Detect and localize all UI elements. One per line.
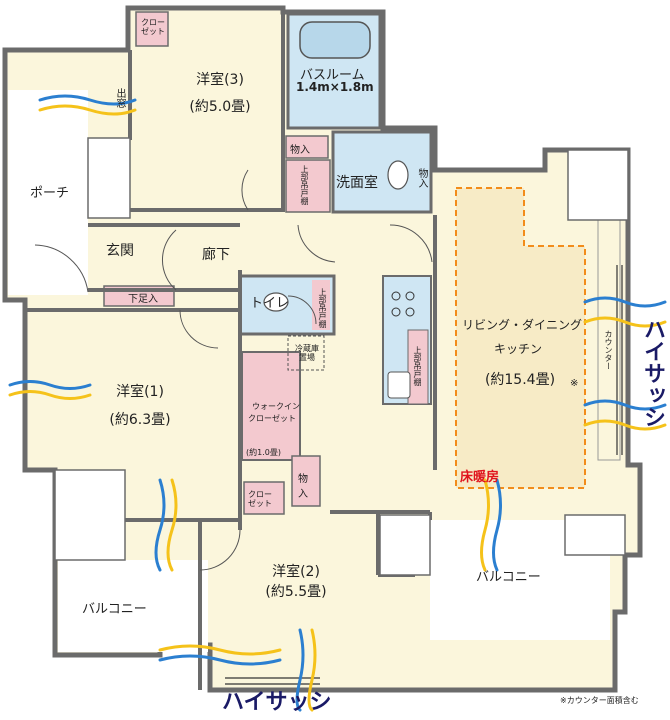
highsash-right-label: ハイサッシ bbox=[640, 318, 665, 428]
wic-area bbox=[241, 351, 301, 461]
bath-size: 1.4m×1.8m bbox=[296, 80, 374, 94]
balcony-right-label: バルコニー bbox=[476, 570, 541, 585]
closet-top-area bbox=[135, 11, 169, 47]
room1-name: 洋室(1) bbox=[116, 384, 164, 400]
kitchen-shelf bbox=[407, 329, 429, 405]
door-swings bbox=[34, 169, 433, 571]
footnote: ※カウンター面積含む bbox=[560, 696, 639, 705]
entrance-label: 玄関 bbox=[106, 243, 134, 259]
washroom-label: 洗面室 bbox=[336, 175, 378, 191]
columns bbox=[54, 137, 629, 576]
storage-right-label: 物入 bbox=[416, 168, 427, 188]
wic-label-1: ウォークイン bbox=[252, 402, 300, 411]
wash-basin bbox=[387, 160, 409, 190]
toilet-shelf bbox=[312, 280, 330, 330]
demado-label: 出窓 bbox=[114, 88, 125, 108]
room3-name: 洋室(3) bbox=[196, 72, 244, 88]
stove-burner-1 bbox=[391, 291, 401, 301]
ldk-mark: ※ bbox=[570, 378, 579, 389]
toilet-bowl bbox=[263, 292, 289, 312]
upper-shelf-label-3: 上部吊戸棚 bbox=[413, 346, 422, 386]
counter-label: カウンター bbox=[604, 330, 613, 370]
bathtub bbox=[299, 21, 371, 59]
storage-mid-label: 物入 bbox=[298, 474, 308, 500]
porch-label: ポーチ bbox=[30, 186, 70, 201]
storage-top-label: 物入 bbox=[290, 145, 310, 156]
closet-mid-area bbox=[243, 481, 285, 515]
washroom-area bbox=[331, 130, 433, 214]
stove-burner-2 bbox=[405, 291, 415, 301]
toilet-label: トイレ bbox=[250, 296, 290, 311]
floor-heating-area bbox=[455, 187, 586, 489]
ldk-size: (約15.4畳) bbox=[484, 372, 556, 388]
room2-name: 洋室(2) bbox=[272, 564, 320, 580]
wic-size: (約1.0畳) bbox=[246, 448, 281, 457]
ldk-kitchen: キッチン bbox=[494, 342, 543, 356]
stove-burner-3 bbox=[391, 307, 401, 317]
floor-heating-label: 床暖房 bbox=[460, 470, 500, 485]
storage-mid-area bbox=[291, 455, 321, 507]
room1-size: (約6.3畳) bbox=[109, 412, 171, 428]
storage-top-area bbox=[285, 135, 329, 159]
fridge-label: 冷蔵庫置場 bbox=[295, 344, 319, 362]
interior-walls bbox=[25, 12, 437, 690]
stove-burner-4 bbox=[405, 307, 415, 317]
balcony-left-area bbox=[58, 560, 208, 652]
highsash-bottom-label: ハイサッシ bbox=[222, 690, 332, 715]
room2-size: (約5.5畳) bbox=[265, 584, 327, 600]
hallway-label: 廊下 bbox=[202, 247, 230, 263]
porch-area bbox=[8, 90, 88, 295]
closet-top-label: クロー ゼット bbox=[141, 18, 165, 36]
shoe-storage-label: 下足入 bbox=[128, 294, 158, 305]
fridge-space bbox=[287, 335, 325, 371]
upper-shelf-label-1: 上部吊戸棚 bbox=[300, 165, 309, 205]
room3-size: (約5.0畳) bbox=[189, 99, 251, 115]
ldk-name: リビング・ダイニング bbox=[462, 318, 583, 332]
storage-cabinet-area bbox=[285, 159, 331, 213]
kitchen-sink bbox=[387, 371, 411, 399]
wic-label-2: クローゼット bbox=[248, 414, 296, 423]
ventilation-arrows bbox=[8, 94, 667, 712]
balcony-left-label: バルコニー bbox=[82, 602, 147, 617]
upper-shelf-label-2: 上部吊戸棚 bbox=[318, 288, 327, 328]
bath-name: バスルーム bbox=[300, 68, 365, 83]
closet-mid-label: クロー ゼット bbox=[248, 490, 272, 508]
